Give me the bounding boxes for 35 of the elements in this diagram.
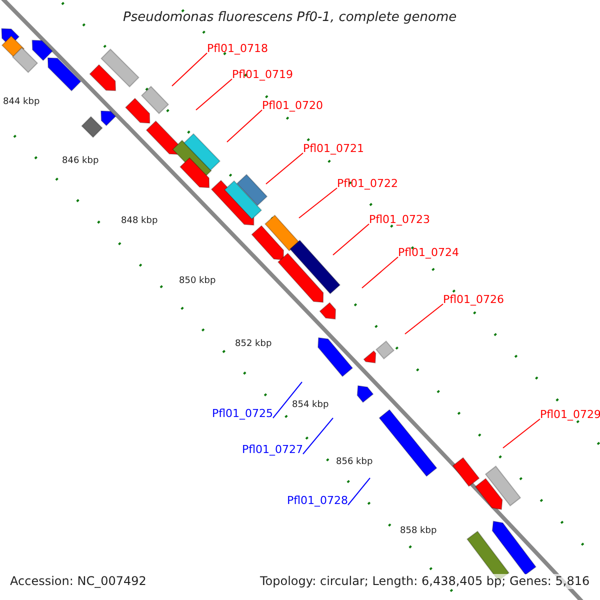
scale-label: 856 kbp bbox=[336, 456, 373, 468]
genome-stats-note: Topology: circular; Length: 6,438,405 bp; Genes: 5,816 bbox=[260, 574, 590, 589]
leader-line bbox=[404, 304, 444, 334]
scale-label: 854 kbp bbox=[292, 399, 329, 411]
gene-label: Pfl01_0723 bbox=[369, 213, 430, 226]
leader-line bbox=[348, 478, 370, 506]
leader-line bbox=[226, 110, 262, 142]
leader-line bbox=[502, 418, 540, 448]
gene-label: Pfl01_0720 bbox=[262, 99, 324, 112]
leader-line bbox=[298, 188, 338, 218]
scale-label: 844 kbp bbox=[3, 96, 40, 108]
gene-label: Pfl01_0724 bbox=[398, 246, 460, 259]
gene-label: Pfl01_0722 bbox=[337, 177, 398, 190]
scale-label: 850 kbp bbox=[179, 275, 216, 287]
gene-label: Pfl01_0718 bbox=[207, 42, 268, 55]
accession-note: Accession: NC_007492 bbox=[10, 574, 146, 589]
scale-label: 858 kbp bbox=[400, 525, 437, 537]
leader-line bbox=[302, 418, 334, 454]
gene-label: Pfl01_0721 bbox=[303, 142, 364, 155]
leader-line bbox=[266, 152, 304, 184]
gene-label: Pfl01_0727 bbox=[242, 443, 304, 456]
leader-line bbox=[196, 78, 232, 110]
leader-line bbox=[332, 224, 370, 256]
gene-label: Pfl01_0719 bbox=[232, 68, 294, 81]
scale-label: 848 kbp bbox=[121, 215, 158, 227]
leader-line bbox=[172, 52, 208, 86]
gene-label: Pfl01_0728 bbox=[287, 494, 348, 507]
leader-line bbox=[272, 382, 302, 418]
leader-line bbox=[362, 256, 398, 288]
gene-label: Pfl01_0726 bbox=[443, 293, 504, 306]
scale-label: 846 kbp bbox=[62, 155, 99, 167]
gene-label: Pfl01_0725 bbox=[212, 407, 274, 420]
diagram-title: Pseudomonas fluorescens Pf0-1, complete genome bbox=[123, 10, 457, 26]
gene-label: Pfl01_0729 bbox=[540, 408, 600, 421]
scale-label: 852 kbp bbox=[235, 338, 272, 350]
